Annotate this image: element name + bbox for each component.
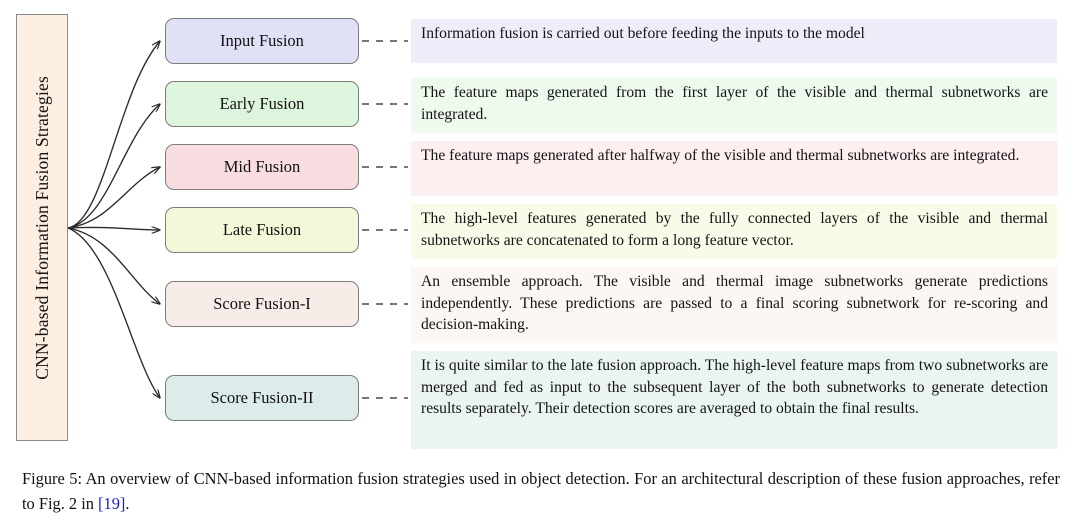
strategy-label-late-fusion: Late Fusion	[222, 220, 302, 239]
strategy-box-input-fusion[interactable]: Input Fusion	[165, 18, 359, 64]
description-text-score-fusion-ii: It is quite similar to the late fusion a…	[421, 357, 1048, 417]
description-text-late-fusion: The high-level features generated by the…	[421, 210, 1048, 249]
description-text-score-fusion-i: An ensemble approach. The visible and th…	[421, 273, 1048, 333]
caption-citation-link[interactable]: [19]	[98, 494, 126, 513]
figure-caption: Figure 5: An overview of CNN-based infor…	[22, 466, 1060, 516]
root-node-box: CNN-based Information Fusion Strategies	[16, 14, 68, 441]
strategy-label-mid-fusion: Mid Fusion	[223, 157, 301, 176]
strategy-label-score-fusion-ii: Score Fusion-II	[210, 388, 314, 407]
root-node-label: CNN-based Information Fusion Strategies	[31, 75, 52, 380]
strategy-box-late-fusion[interactable]: Late Fusion	[165, 207, 359, 253]
strategy-label-early-fusion: Early Fusion	[219, 94, 305, 113]
strategy-label-score-fusion-i: Score Fusion-I	[213, 294, 311, 313]
description-panel-score-fusion-ii: It is quite similar to the late fusion a…	[411, 351, 1057, 449]
caption-text-before: Figure 5: An overview of CNN-based infor…	[22, 469, 1060, 513]
strategy-box-early-fusion[interactable]: Early Fusion	[165, 81, 359, 127]
description-panel-score-fusion-i: An ensemble approach. The visible and th…	[411, 267, 1057, 343]
strategy-box-score-fusion-ii[interactable]: Score Fusion-II	[165, 375, 359, 421]
description-panel-mid-fusion: The feature maps generated after halfway…	[411, 141, 1057, 196]
description-panel-late-fusion: The high-level features generated by the…	[411, 204, 1057, 259]
figure-diagram: CNN-based Information Fusion Strategies …	[16, 14, 1057, 449]
caption-text-after: .	[125, 494, 130, 513]
description-text-input-fusion: Information fusion is carried out before…	[421, 25, 865, 42]
strategy-box-score-fusion-i[interactable]: Score Fusion-I	[165, 281, 359, 327]
description-panel-input-fusion: Information fusion is carried out before…	[411, 19, 1057, 63]
description-text-mid-fusion: The feature maps generated after halfway…	[421, 147, 1020, 164]
strategy-label-input-fusion: Input Fusion	[220, 31, 304, 50]
description-text-early-fusion: The feature maps generated from the firs…	[421, 84, 1048, 123]
strategy-box-mid-fusion[interactable]: Mid Fusion	[165, 144, 359, 190]
description-panel-early-fusion: The feature maps generated from the firs…	[411, 78, 1057, 133]
